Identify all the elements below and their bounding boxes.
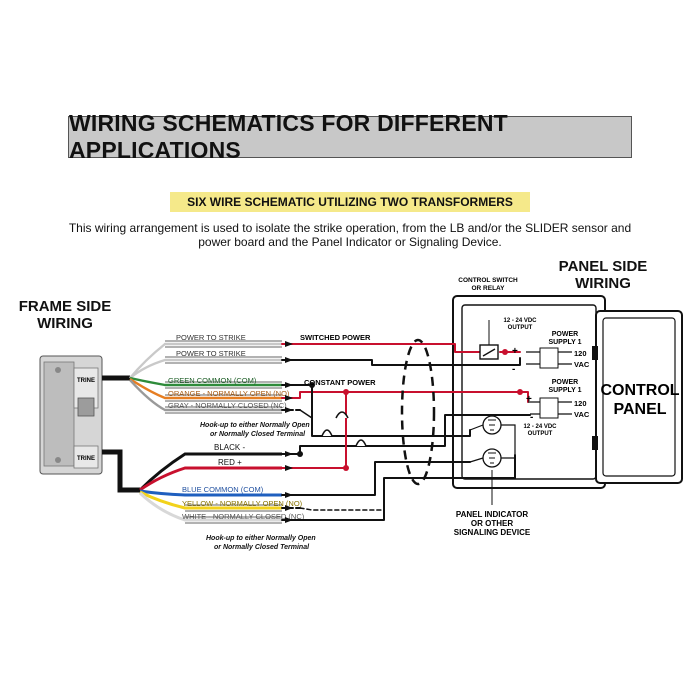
panel-indicator-lamp-2: [482, 448, 502, 468]
signal-arrows: [285, 341, 293, 523]
top-wire-outlines: [165, 340, 282, 414]
junction-dots: [297, 349, 523, 471]
description: This wiring arrangement is used to isola…: [68, 221, 632, 249]
frame-side-label-1: FRAME SIDE: [18, 298, 112, 315]
psu1-ac-leads: [558, 351, 572, 365]
psu2-output-1: 12 - 24 VDC: [523, 424, 557, 430]
psu2-minus: -: [530, 412, 533, 423]
psu1-transformer: [539, 347, 559, 369]
psu2-transformer: [539, 397, 559, 419]
psu2-output-2: OUTPUT: [528, 431, 553, 437]
strike-brand-2: TRINE: [77, 456, 95, 462]
frame-side-label-2: WIRING: [37, 315, 93, 332]
wire-label-yellow-no: YELLOW - NORMALLY OPEN (NO): [182, 499, 303, 508]
psu1-minus: -: [512, 364, 515, 375]
wire-label-power-to-strike-1: POWER TO STRIKE: [176, 333, 246, 342]
control-switch-label-2: OR RELAY: [472, 285, 506, 292]
panel-connector-2: [592, 436, 598, 450]
title-banner: WIRING SCHEMATICS FOR DIFFERENT APPLICAT…: [68, 110, 632, 163]
psu2-ac-leads: [558, 401, 572, 415]
wire-label-power-to-strike-2: POWER TO STRIKE: [176, 349, 246, 358]
panel-side-heading: PANEL SIDE WIRING: [548, 258, 658, 292]
psu1-name-1: POWER: [552, 331, 578, 338]
indicator-wiring: [469, 424, 516, 463]
bottom-cable-jacket: [102, 449, 140, 493]
control-panel-label-1: CONTROL: [600, 382, 679, 399]
psu1-leads: [526, 351, 540, 365]
wire-label-orange-no: ORANGE - NORMALLY OPEN (NO): [168, 389, 290, 398]
wire-label-green-common: GREEN COMMON (COM): [168, 376, 257, 385]
psu2-name-1: POWER: [552, 379, 578, 386]
control-panel-box: [595, 310, 683, 484]
switched-power-label: SWITCHED POWER: [300, 333, 371, 342]
control-switch-blade: [482, 348, 496, 357]
control-panel-label-2: PANEL: [613, 401, 666, 418]
page-title: WIRING SCHEMATICS FOR DIFFERENT APPLICAT…: [69, 110, 508, 163]
control-panel-inner: [602, 317, 676, 477]
psu2-vac-2: VAC: [574, 410, 590, 419]
hookup-note-top-1: Hook-up to either Normally Open: [200, 422, 310, 429]
subtitle-banner: SIX WIRE SCHEMATIC UTILIZING TWO TRANSFO…: [170, 192, 530, 212]
constant-power-label: CONSTANT POWER: [304, 378, 376, 387]
panel-side-label-1: PANEL SIDE: [558, 258, 648, 275]
psu2-plus: +: [526, 394, 532, 405]
psu2-leads: [528, 401, 540, 415]
hookup-note-top-2: or Normally Closed Terminal: [210, 431, 306, 438]
psu1-vac-2: VAC: [574, 360, 590, 369]
frame-side-heading: FRAME SIDE WIRING: [10, 298, 120, 332]
panel-indicator-label-3: SIGNALING DEVICE: [454, 528, 531, 537]
panel-connector-1: [592, 346, 598, 360]
psu2-vac-1: 120: [574, 399, 587, 408]
wire-label-gray-nc: GRAY - NORMALLY CLOSED (NC): [168, 401, 287, 410]
psu1-output-1: 12 - 24 VDC: [503, 318, 537, 324]
panel-side-label-2: WIRING: [575, 275, 631, 292]
wire-label-blue-common: BLUE COMMON (COM): [182, 485, 264, 494]
bottom-wire-bundle: [138, 452, 282, 522]
wire-crossover-loops: [321, 411, 367, 447]
strike-brand-1: TRINE: [77, 378, 95, 384]
hookup-note-bottom-2: or Normally Closed Terminal: [214, 544, 310, 551]
hookup-note-bottom-1: Hook-up to either Normally Open: [206, 535, 316, 542]
wire-label-red: RED +: [218, 458, 242, 467]
psu1-plus: +: [512, 346, 518, 357]
panel-indicator-label-1: PANEL INDICATOR: [456, 510, 529, 519]
control-switch-label-1: CONTROL SWITCH: [458, 277, 518, 284]
wire-label-black: BLACK -: [214, 443, 245, 452]
psu1-vac-1: 120: [574, 349, 587, 358]
panel-indicator-label-2: OR OTHER: [471, 519, 513, 528]
psu1-name-2: SUPPLY 1: [548, 339, 581, 346]
top-wire-bundle: [129, 342, 282, 412]
electric-strike: TRINE TRINE: [39, 355, 103, 475]
panel-indicator-lamp-1: [482, 415, 502, 435]
psu2-name-2: SUPPLY 1: [548, 387, 581, 394]
subtitle: SIX WIRE SCHEMATIC UTILIZING TWO TRANSFO…: [187, 195, 513, 209]
psu1-output-2: OUTPUT: [508, 325, 533, 331]
wire-bundle-ellipse: [400, 338, 436, 486]
wire-label-white-nc: WHITE - NORMALLY CLOSED (NC): [182, 512, 305, 521]
